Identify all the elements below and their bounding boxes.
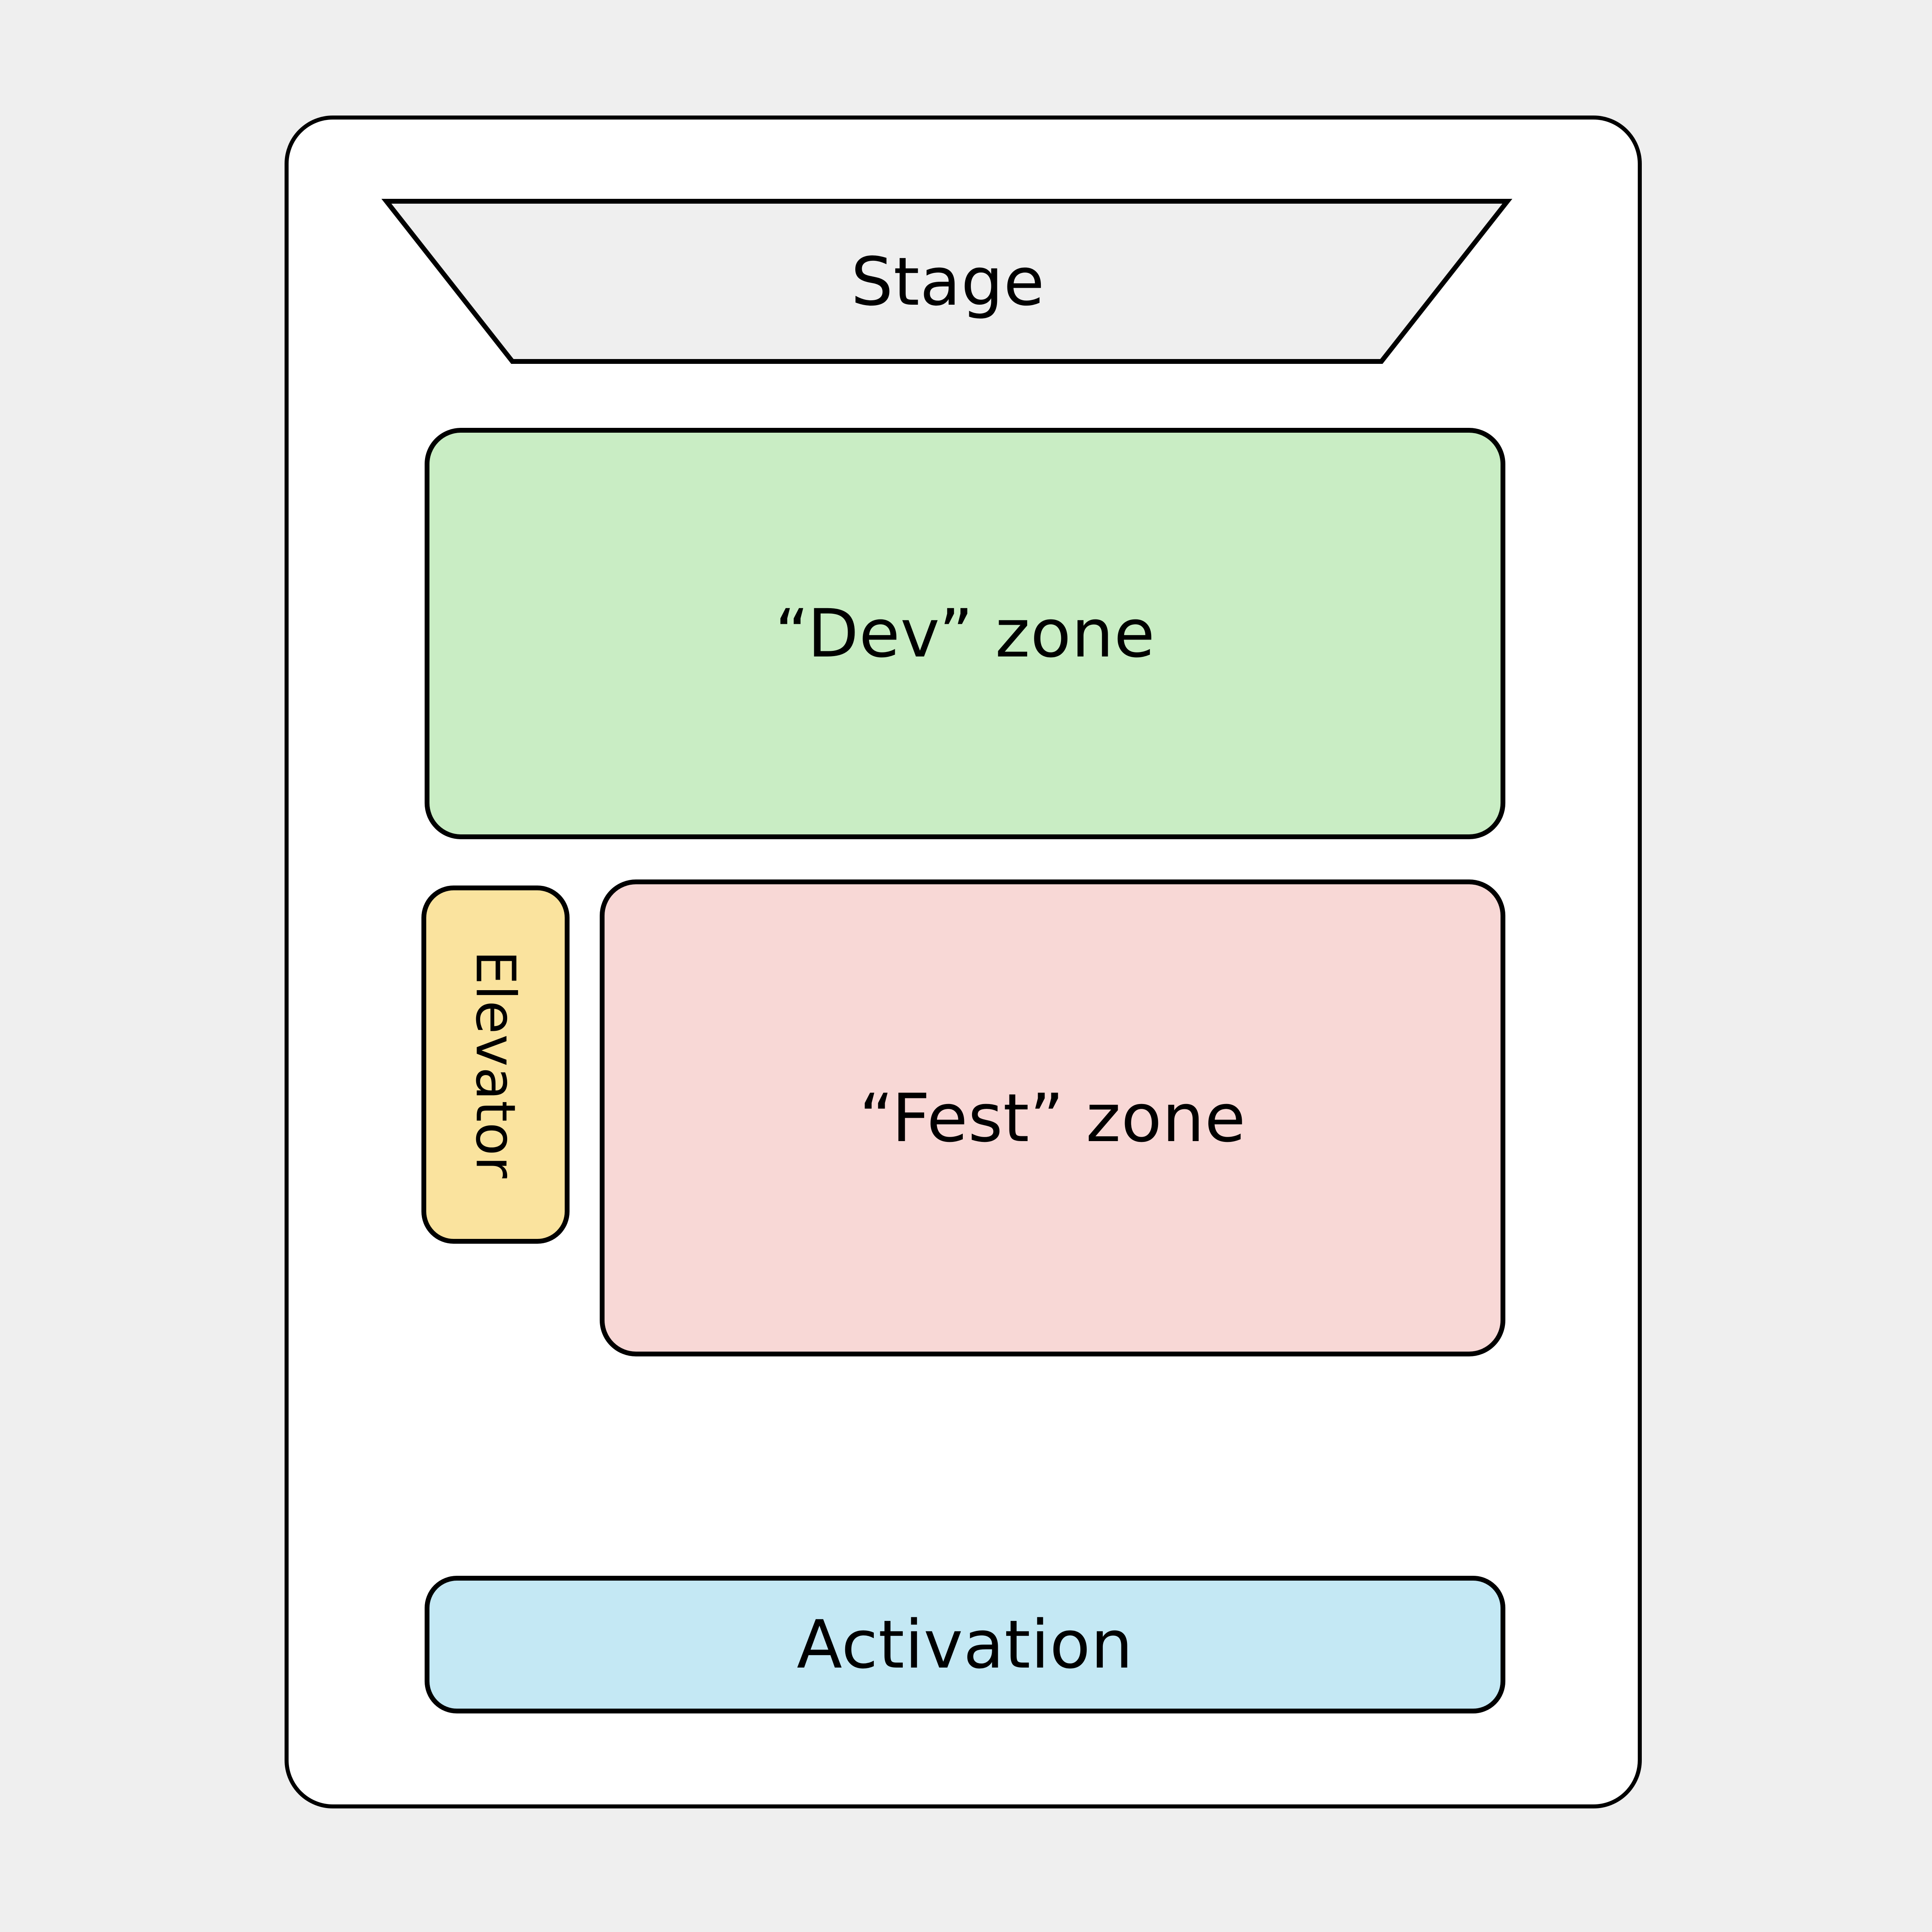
stage-trapezoid (381, 199, 1513, 364)
activation-label: Activation (797, 1606, 1133, 1683)
dev-zone-label: “Dev” zone (774, 595, 1156, 672)
activation-zone: Activation (425, 1576, 1505, 1713)
fest-zone-label: “Fest” zone (859, 1079, 1246, 1157)
elevator-zone: Elevator (421, 886, 570, 1244)
stage-trapezoid-svg (381, 199, 1513, 364)
venue-outline: Stage “Dev” zone Elevator “Fest” zone Ac… (285, 116, 1642, 1808)
stage-label: Stage (851, 243, 1045, 320)
stage-zone: Stage (378, 193, 1517, 370)
dev-zone: “Dev” zone (425, 428, 1505, 839)
elevator-label: Elevator (464, 950, 527, 1179)
fest-zone: “Fest” zone (600, 879, 1505, 1356)
